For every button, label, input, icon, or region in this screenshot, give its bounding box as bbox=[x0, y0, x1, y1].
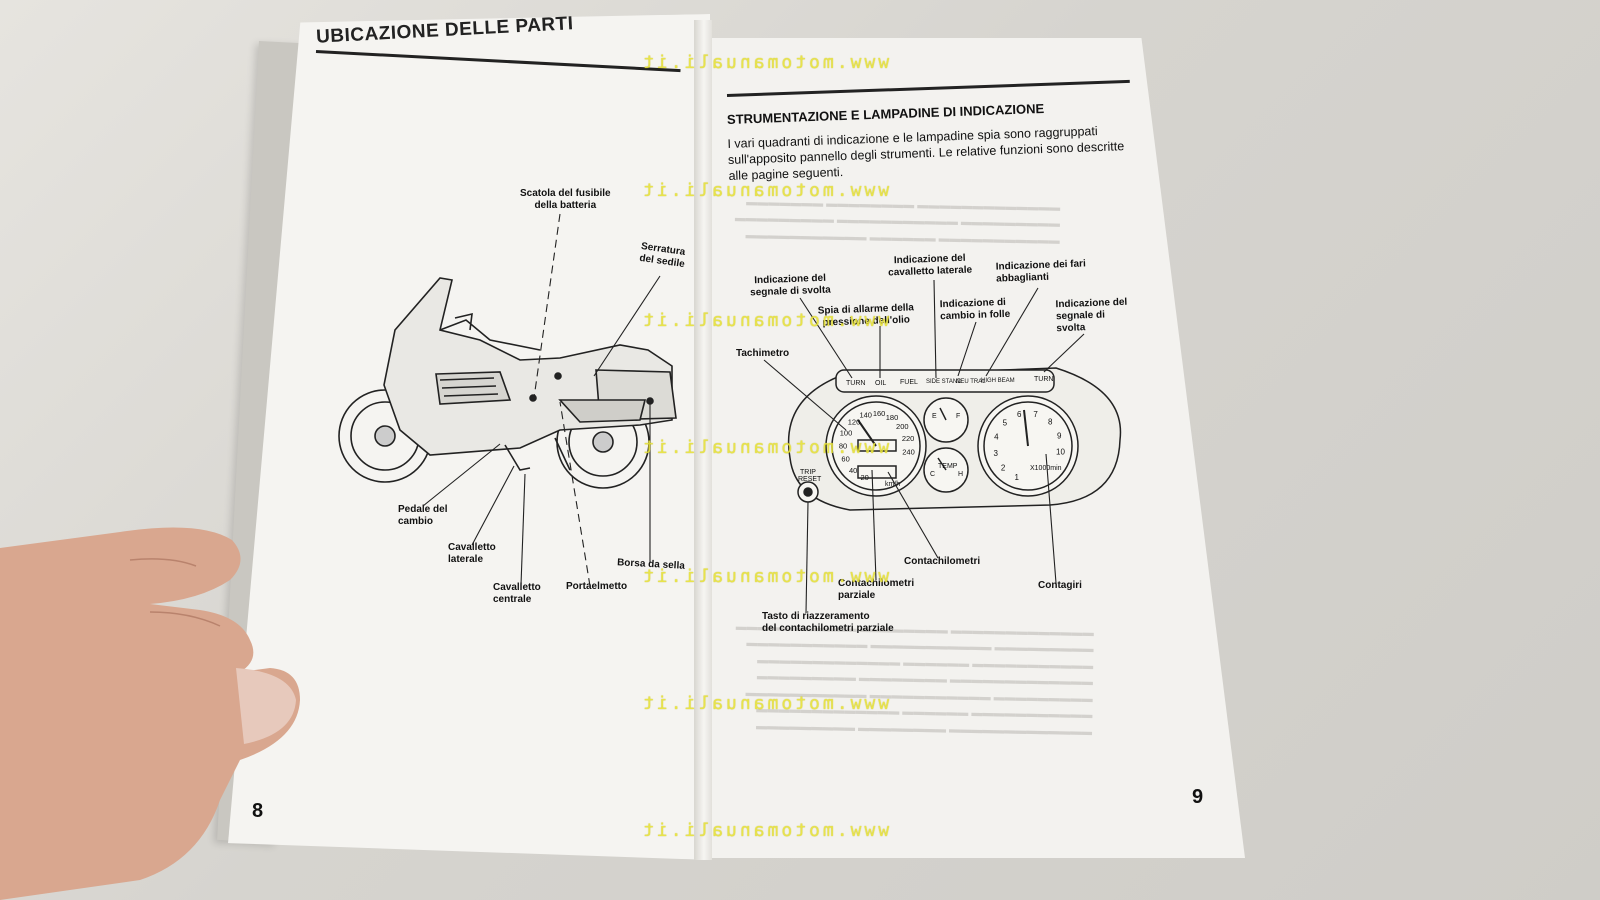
callout-speedometer: Tachimetro bbox=[736, 348, 790, 359]
tach-tick-1: 1 bbox=[1014, 473, 1019, 482]
dash-side-stand: SIDE STAND bbox=[926, 379, 962, 385]
tach-tick-10: 10 bbox=[1056, 448, 1065, 457]
reset-label: RESET bbox=[798, 476, 822, 483]
speed-unit: km/h bbox=[885, 481, 900, 488]
speed-tick-140: 140 bbox=[859, 411, 872, 420]
callout-trip-meter: Contachilometri parziale bbox=[838, 578, 915, 601]
watermark-2: www.motomanuali.it bbox=[640, 180, 890, 201]
dash-turn-left: TURN bbox=[846, 380, 865, 387]
tach-tick-9: 9 bbox=[1057, 431, 1062, 440]
dash-neutral: NEU TRAL bbox=[956, 379, 986, 385]
hand-holding-book bbox=[0, 527, 300, 900]
trip-label: TRIP bbox=[800, 469, 816, 476]
speed-tick-20: 20 bbox=[861, 473, 869, 482]
callout-fuse-box: Scatola del fusibile della batteria bbox=[520, 188, 611, 211]
dash-oil: OIL bbox=[875, 380, 886, 387]
dash-high-beam: HIGH BEAM bbox=[981, 378, 1015, 384]
right-page-number: 9 bbox=[1192, 786, 1204, 808]
watermark-1: www.motomanuali.it bbox=[640, 52, 890, 73]
fuel-e: E bbox=[932, 413, 937, 420]
tach-unit: X1000min bbox=[1030, 465, 1062, 472]
speed-tick-80: 80 bbox=[839, 442, 847, 451]
callout-odometer: Contachilometri bbox=[904, 556, 981, 567]
tach-tick-4: 4 bbox=[994, 433, 999, 442]
watermark-6: www.motomanuali.it bbox=[640, 693, 890, 714]
watermark-5: www.motomanuali.it bbox=[640, 566, 890, 587]
temp-label: TEMP bbox=[938, 463, 958, 470]
right-leader-lines bbox=[763, 279, 1085, 614]
speed-tick-200: 200 bbox=[896, 422, 909, 431]
motorcycle-illustration bbox=[338, 277, 677, 489]
speed-tick-160: 160 bbox=[873, 409, 886, 418]
fuel-f: F bbox=[956, 413, 960, 420]
tach-tick-6: 6 bbox=[1017, 410, 1022, 419]
dash-turn-right: TURN bbox=[1034, 376, 1053, 383]
callout-side-stand: Cavalletto laterale bbox=[448, 542, 496, 565]
callout-tachometer: Contagiri bbox=[1038, 580, 1082, 591]
tach-tick-7: 7 bbox=[1033, 410, 1038, 419]
book-gutter bbox=[694, 20, 712, 860]
left-leader-lines bbox=[422, 213, 661, 587]
temp-c: C bbox=[930, 471, 935, 478]
watermark-7: www.motomanuali.it bbox=[640, 820, 890, 841]
speed-tick-240: 240 bbox=[902, 448, 915, 457]
callout-helmet-holder: Portaelmetto bbox=[566, 581, 628, 592]
tach-tick-8: 8 bbox=[1048, 418, 1053, 427]
instrument-panel bbox=[787, 367, 1122, 511]
speed-tick-220: 220 bbox=[902, 434, 915, 443]
speed-tick-60: 60 bbox=[841, 455, 849, 464]
dash-fuel: FUEL bbox=[900, 379, 918, 386]
speed-tick-100: 100 bbox=[840, 428, 853, 437]
speed-tick-40: 40 bbox=[849, 466, 857, 475]
callout-center-stand: Cavalletto centrale bbox=[493, 582, 541, 605]
tach-tick-3: 3 bbox=[993, 449, 998, 458]
speed-tick-120: 120 bbox=[848, 417, 861, 426]
watermark-4: www.motomanuali.it bbox=[640, 437, 890, 458]
watermark-3: www.motomanuali.it bbox=[640, 310, 890, 331]
speed-tick-180: 180 bbox=[886, 413, 899, 422]
callout-gear-pedal: Pedale del cambio bbox=[398, 504, 448, 527]
left-page-number: 8 bbox=[252, 800, 264, 822]
callout-trip-reset: Tasto di riazzeramento del contachilomet… bbox=[762, 611, 894, 634]
temp-h: H bbox=[958, 471, 963, 478]
tach-tick-5: 5 bbox=[1003, 418, 1008, 427]
tach-tick-2: 2 bbox=[1001, 464, 1006, 473]
dash-labels: TURN OIL FUEL SIDE STAND NEU TRAL HIGH B… bbox=[798, 376, 1062, 488]
